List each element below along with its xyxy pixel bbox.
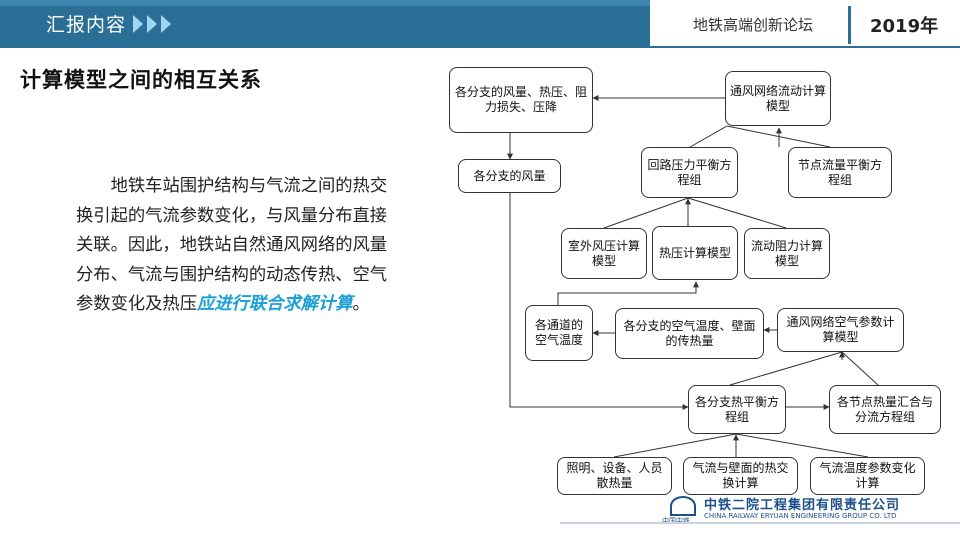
forum-name: 地铁高端创新论坛 [693,16,814,34]
node-branch-air-wall: 各分支的空气温度、壁面的传热量 [615,308,764,359]
paragraph-highlight: 应进行联合求解计算 [196,294,353,314]
node-loop-pressure: 回路压力平衡方程组 [641,147,738,198]
logo-emblem-icon [670,496,696,516]
node-channel-air-temp: 各通道的空气温度 [525,305,593,361]
node-lighting-heat: 照明、设备、人员散热量 [557,457,672,495]
node-ventilation-flow-model: 通风网络流动计算模型 [725,71,831,126]
chevron-right-icon [133,15,143,33]
footer-line [560,522,960,524]
body-paragraph: 地铁车站围护结构与气流之间的热交换引起的气流参数变化，与风量分布直接关联。因此，… [76,172,396,320]
node-outdoor-pressure: 室外风压计算模型 [561,228,647,279]
logo-name-en: CHINA RAILWAY ERYUAN ENGINEERING GROUP C… [704,512,897,520]
connector [729,351,843,386]
node-airflow-wall-heat: 气流与壁面的热交换计算 [683,457,798,495]
slide-heading: 计算模型之间的相互关系 [20,68,262,92]
connector [689,125,728,148]
header-bar: 汇报内容 地铁高端创新论坛 2019年 [0,0,960,48]
connector [735,433,869,458]
header-separator [848,6,851,44]
connector [841,351,879,386]
node-flow-resistance: 流动阻力计算模型 [744,228,830,279]
paragraph-end: 。 [352,294,370,314]
connector [613,433,737,458]
node-node-flow: 节点流量平衡方程组 [788,147,892,198]
chevron-right-icon [161,15,171,33]
connector [603,197,689,229]
node-node-heat-merge: 各节点热量汇合与分流方程组 [829,385,941,434]
company-logo: 中国中铁 中铁二院工程集团有限责任公司 CHINA RAILWAY ERYUAN… [660,492,960,540]
header-underline [650,46,960,48]
node-branch-airflow: 各分支的风量 [458,159,561,193]
section-tab: 汇报内容 [0,0,650,48]
section-title: 汇报内容 [46,14,127,36]
tab-highlight [0,0,650,6]
connector [509,193,689,410]
connector [687,197,787,229]
logo-sub-label: 中国中铁 [662,517,690,525]
node-temp-param-change: 气流温度参数变化计算 [810,457,925,495]
logo-name-cn: 中铁二院工程集团有限责任公司 [704,498,901,513]
node-branch-heat-balance: 各分支热平衡方程组 [688,385,786,434]
node-air-param-model: 通风网络空气参数计算模型 [777,308,904,352]
year-label: 2019年 [870,16,939,37]
chevron-right-icon [147,15,157,33]
node-thermal-pressure: 热压计算模型 [652,226,738,280]
connector [557,281,699,305]
paragraph-text: 地铁车站围护结构与气流之间的热交换引起的气流参数变化，与风量分布直接关联。因此，… [76,176,388,314]
node-branch-params: 各分支的风量、热压、阻力损失、压降 [449,67,593,133]
